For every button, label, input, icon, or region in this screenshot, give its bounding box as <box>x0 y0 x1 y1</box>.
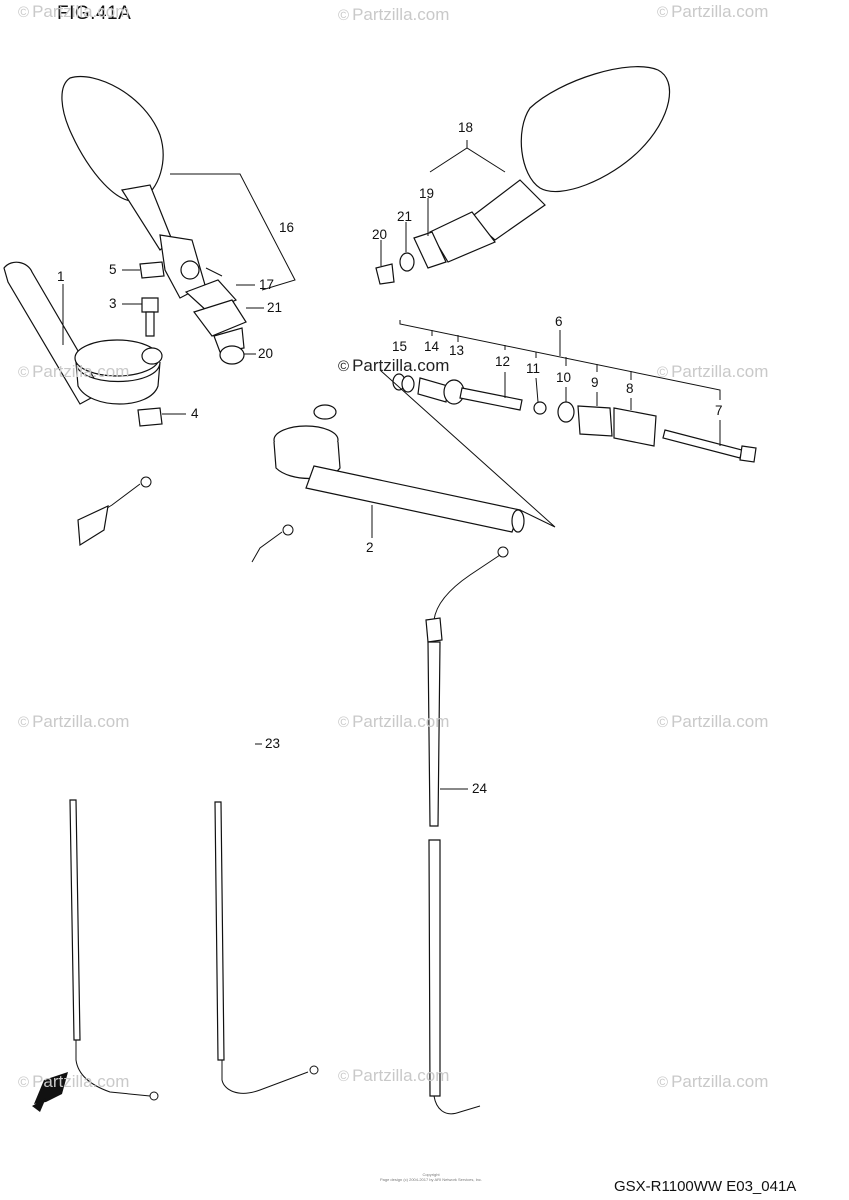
callout-3: 3 <box>109 296 117 311</box>
callout-8: 8 <box>626 381 634 396</box>
callout-2: 2 <box>366 540 374 555</box>
callout-11: 11 <box>526 361 541 376</box>
cap-5 <box>139 261 165 279</box>
watermark: ©Partzilla.com <box>18 362 130 381</box>
callout-6: 6 <box>555 314 563 329</box>
right-handlebar-2 <box>273 404 525 533</box>
watermark: ©Partzilla.com <box>18 712 130 731</box>
copyright-notice: Page design (c) 2004-2017 by ARI Network… <box>379 1177 483 1182</box>
front-arrow-icon <box>32 1072 68 1112</box>
watermark: ©Partzilla.com <box>338 5 450 24</box>
watermark: ©Partzilla.com <box>18 2 130 21</box>
callout-20-lower: 20 <box>258 346 274 361</box>
callout-21-upper: 21 <box>397 209 413 224</box>
callout-12: 12 <box>495 354 511 369</box>
callout-24: 24 <box>472 781 488 796</box>
watermark: ©Partzilla.com <box>18 1072 130 1091</box>
copyright-footer: Copyright Page design (c) 2004-2017 by A… <box>366 1172 496 1182</box>
left-handlebar-1 <box>3 261 163 405</box>
watermark: ©Partzilla.com <box>657 712 769 731</box>
cap-20-upper <box>375 263 395 285</box>
plug-4 <box>137 407 163 427</box>
cap-20-lower <box>219 345 245 365</box>
bracket-21-lower <box>193 299 247 337</box>
callout-5: 5 <box>109 262 117 277</box>
callout-23: 23 <box>265 736 281 751</box>
callout-14: 14 <box>424 339 440 354</box>
callout-19: 19 <box>419 186 435 201</box>
bolt-3-shank <box>145 311 155 337</box>
callout-16: 16 <box>279 220 295 235</box>
watermark: ©Partzilla.com <box>338 356 450 375</box>
callout-15: 15 <box>392 339 408 354</box>
plate-21 <box>213 327 245 353</box>
model-code: GSX-R1100WW E03_041A <box>614 1178 797 1195</box>
leader-lines <box>62 140 721 790</box>
callout-18: 18 <box>458 120 474 135</box>
balancer-assembly <box>392 373 757 463</box>
callout-20-upper: 20 <box>372 227 388 242</box>
callout-10: 10 <box>556 370 572 385</box>
callout-17: 17 <box>259 277 275 292</box>
callout-13: 13 <box>449 343 465 358</box>
callout-1: 1 <box>57 269 65 284</box>
watermark: ©Partzilla.com <box>657 1072 769 1091</box>
watermark: ©Partzilla.com <box>657 2 769 21</box>
watermark: ©Partzilla.com <box>338 712 450 731</box>
callout-7: 7 <box>715 403 723 418</box>
bolt-3-head <box>141 297 159 313</box>
right-mirror <box>413 66 671 269</box>
watermark: ©Partzilla.com <box>657 362 769 381</box>
copyright-label: Copyright <box>422 1172 440 1177</box>
left-mirror <box>61 76 223 299</box>
washer-21-upper <box>399 252 415 272</box>
callout-9: 9 <box>591 375 599 390</box>
watermark: ©Partzilla.com <box>338 1066 450 1085</box>
figure-title: FIG.41A <box>57 3 132 24</box>
throttle-cable-23 <box>69 476 319 1101</box>
callout-4: 4 <box>191 406 199 421</box>
callout-21-lower: 21 <box>267 300 283 315</box>
choke-cable-24 <box>425 546 509 1115</box>
